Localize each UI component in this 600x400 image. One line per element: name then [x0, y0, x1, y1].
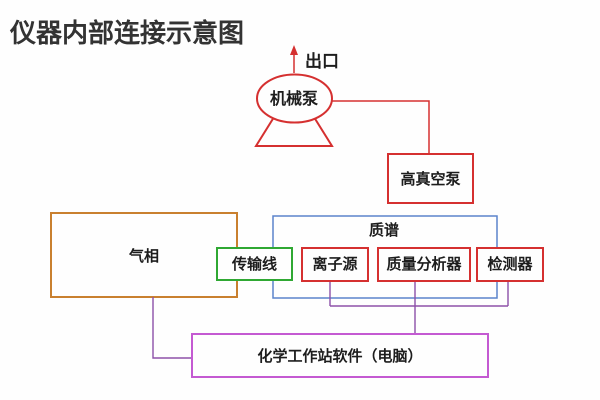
transfer-line-label: 传输线 — [231, 255, 277, 273]
transfer-line-box — [216, 247, 293, 281]
high-vacuum-pump-box — [387, 153, 474, 204]
mechanical-pump-label: 机械泵 — [270, 89, 318, 108]
pump-vacuum-line — [332, 100, 430, 154]
ion-source-box — [301, 247, 369, 282]
mass-analyzer-box — [377, 247, 471, 282]
workstation-label: 化学工作站软件（电脑） — [257, 347, 422, 365]
detector-label: 检测器 — [487, 255, 533, 273]
detector-box — [476, 247, 544, 282]
outlet-arrowhead-icon — [290, 45, 298, 55]
high-vacuum-pump-label: 高真空泵 — [400, 170, 460, 188]
mass-analyzer-label: 质量分析器 — [386, 255, 462, 273]
page-title: 仪器内部连接示意图 — [9, 18, 244, 48]
gc-workstation-connector — [152, 297, 192, 359]
gas-chromatograph-label: 气相 — [128, 247, 159, 265]
ion-source-label: 离子源 — [312, 255, 357, 273]
mechanical-pump-ellipse — [256, 73, 333, 124]
workstation-box — [191, 333, 489, 378]
outlet-label: 出口 — [305, 51, 339, 71]
mass-spec-label: 质谱 — [369, 221, 399, 239]
